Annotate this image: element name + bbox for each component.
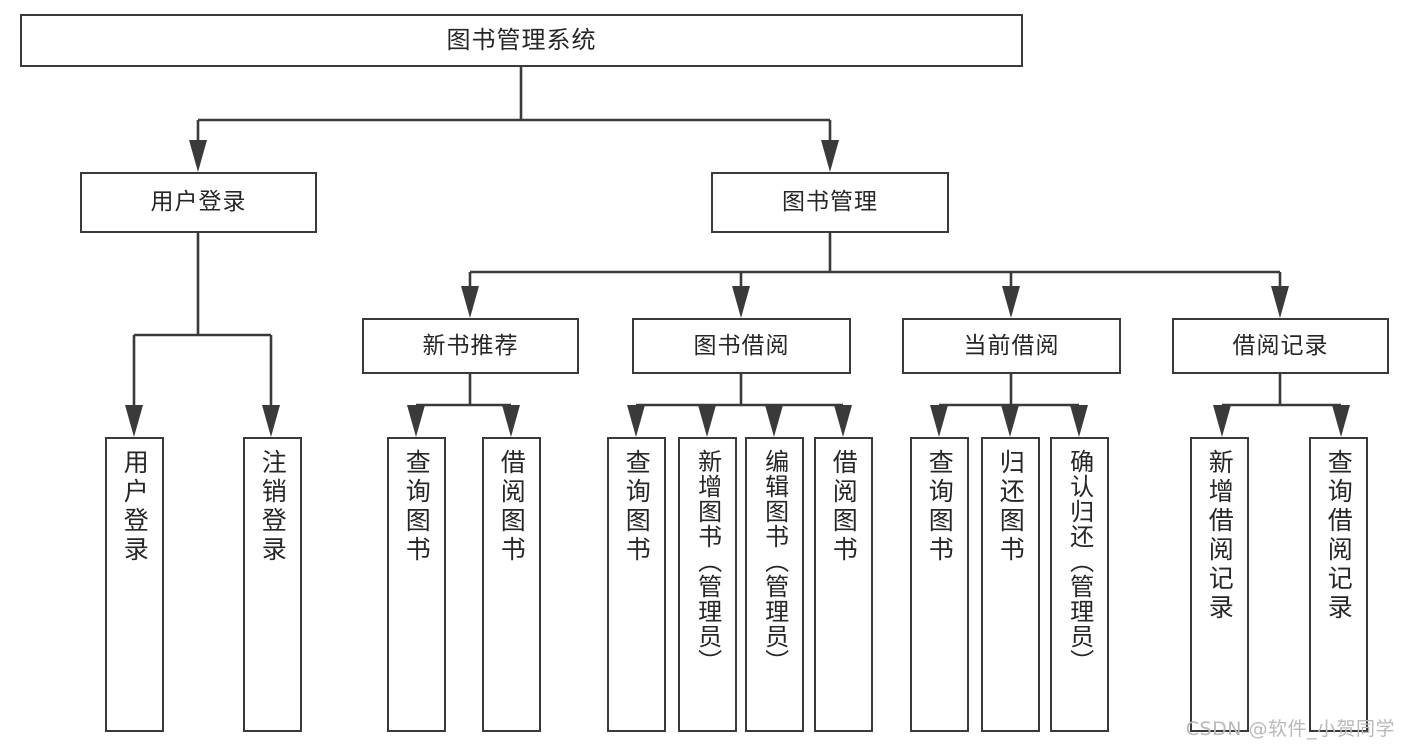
leaf-query-book-current[interactable]: 查询图书 [910,437,969,732]
leaf-logout[interactable]: 注销登录 [243,437,302,732]
node-label: 借阅图书 [497,449,527,565]
node-label: 查询图书 [925,449,955,565]
node-label: 用户登录 [120,449,150,565]
node-label: 查询借阅记录 [1324,449,1354,623]
node-borrow-record[interactable]: 借阅记录 [1172,318,1389,374]
leaf-borrow-book[interactable]: 借阅图书 [814,437,873,732]
leaf-confirm-return-admin[interactable]: 确认归还（管理员） [1050,437,1109,732]
node-new-book-recommend[interactable]: 新书推荐 [362,318,579,374]
node-label: 注销登录 [258,449,288,565]
node-label: 编辑图书（管理员） [760,449,789,674]
node-current-borrow[interactable]: 当前借阅 [902,318,1121,374]
node-label: 借阅记录 [1232,332,1329,359]
leaf-add-book-admin[interactable]: 新增图书（管理员） [678,437,737,732]
leaf-query-book-new[interactable]: 查询图书 [387,437,446,732]
leaf-user-login[interactable]: 用户登录 [105,437,164,732]
leaf-return-book[interactable]: 归还图书 [981,437,1040,732]
node-root-system[interactable]: 图书管理系统 [20,14,1023,67]
leaf-edit-book-admin[interactable]: 编辑图书（管理员） [745,437,804,732]
node-book-management[interactable]: 图书管理 [711,172,949,233]
node-label: 查询图书 [402,449,432,565]
node-label: 新书推荐 [422,332,519,359]
leaf-query-book-borrow[interactable]: 查询图书 [607,437,666,732]
node-label: 当前借阅 [963,332,1060,359]
node-label: 借阅图书 [829,449,859,565]
node-label: 图书管理系统 [446,25,597,54]
leaf-add-borrow-record[interactable]: 新增借阅记录 [1190,437,1249,732]
node-label: 新增借阅记录 [1205,449,1235,623]
node-book-borrow[interactable]: 图书借阅 [632,318,851,374]
node-label: 确认归还（管理员） [1065,449,1094,674]
leaf-query-borrow-record[interactable]: 查询借阅记录 [1309,437,1368,732]
node-label: 归还图书 [996,449,1026,565]
node-label: 图书借阅 [693,332,790,359]
node-label: 查询图书 [622,449,652,565]
node-label: 用户登录 [150,189,247,216]
node-user-login[interactable]: 用户登录 [80,172,317,233]
node-label: 新增图书（管理员） [693,449,722,674]
leaf-borrow-book-new[interactable]: 借阅图书 [482,437,541,732]
node-label: 图书管理 [782,189,878,216]
